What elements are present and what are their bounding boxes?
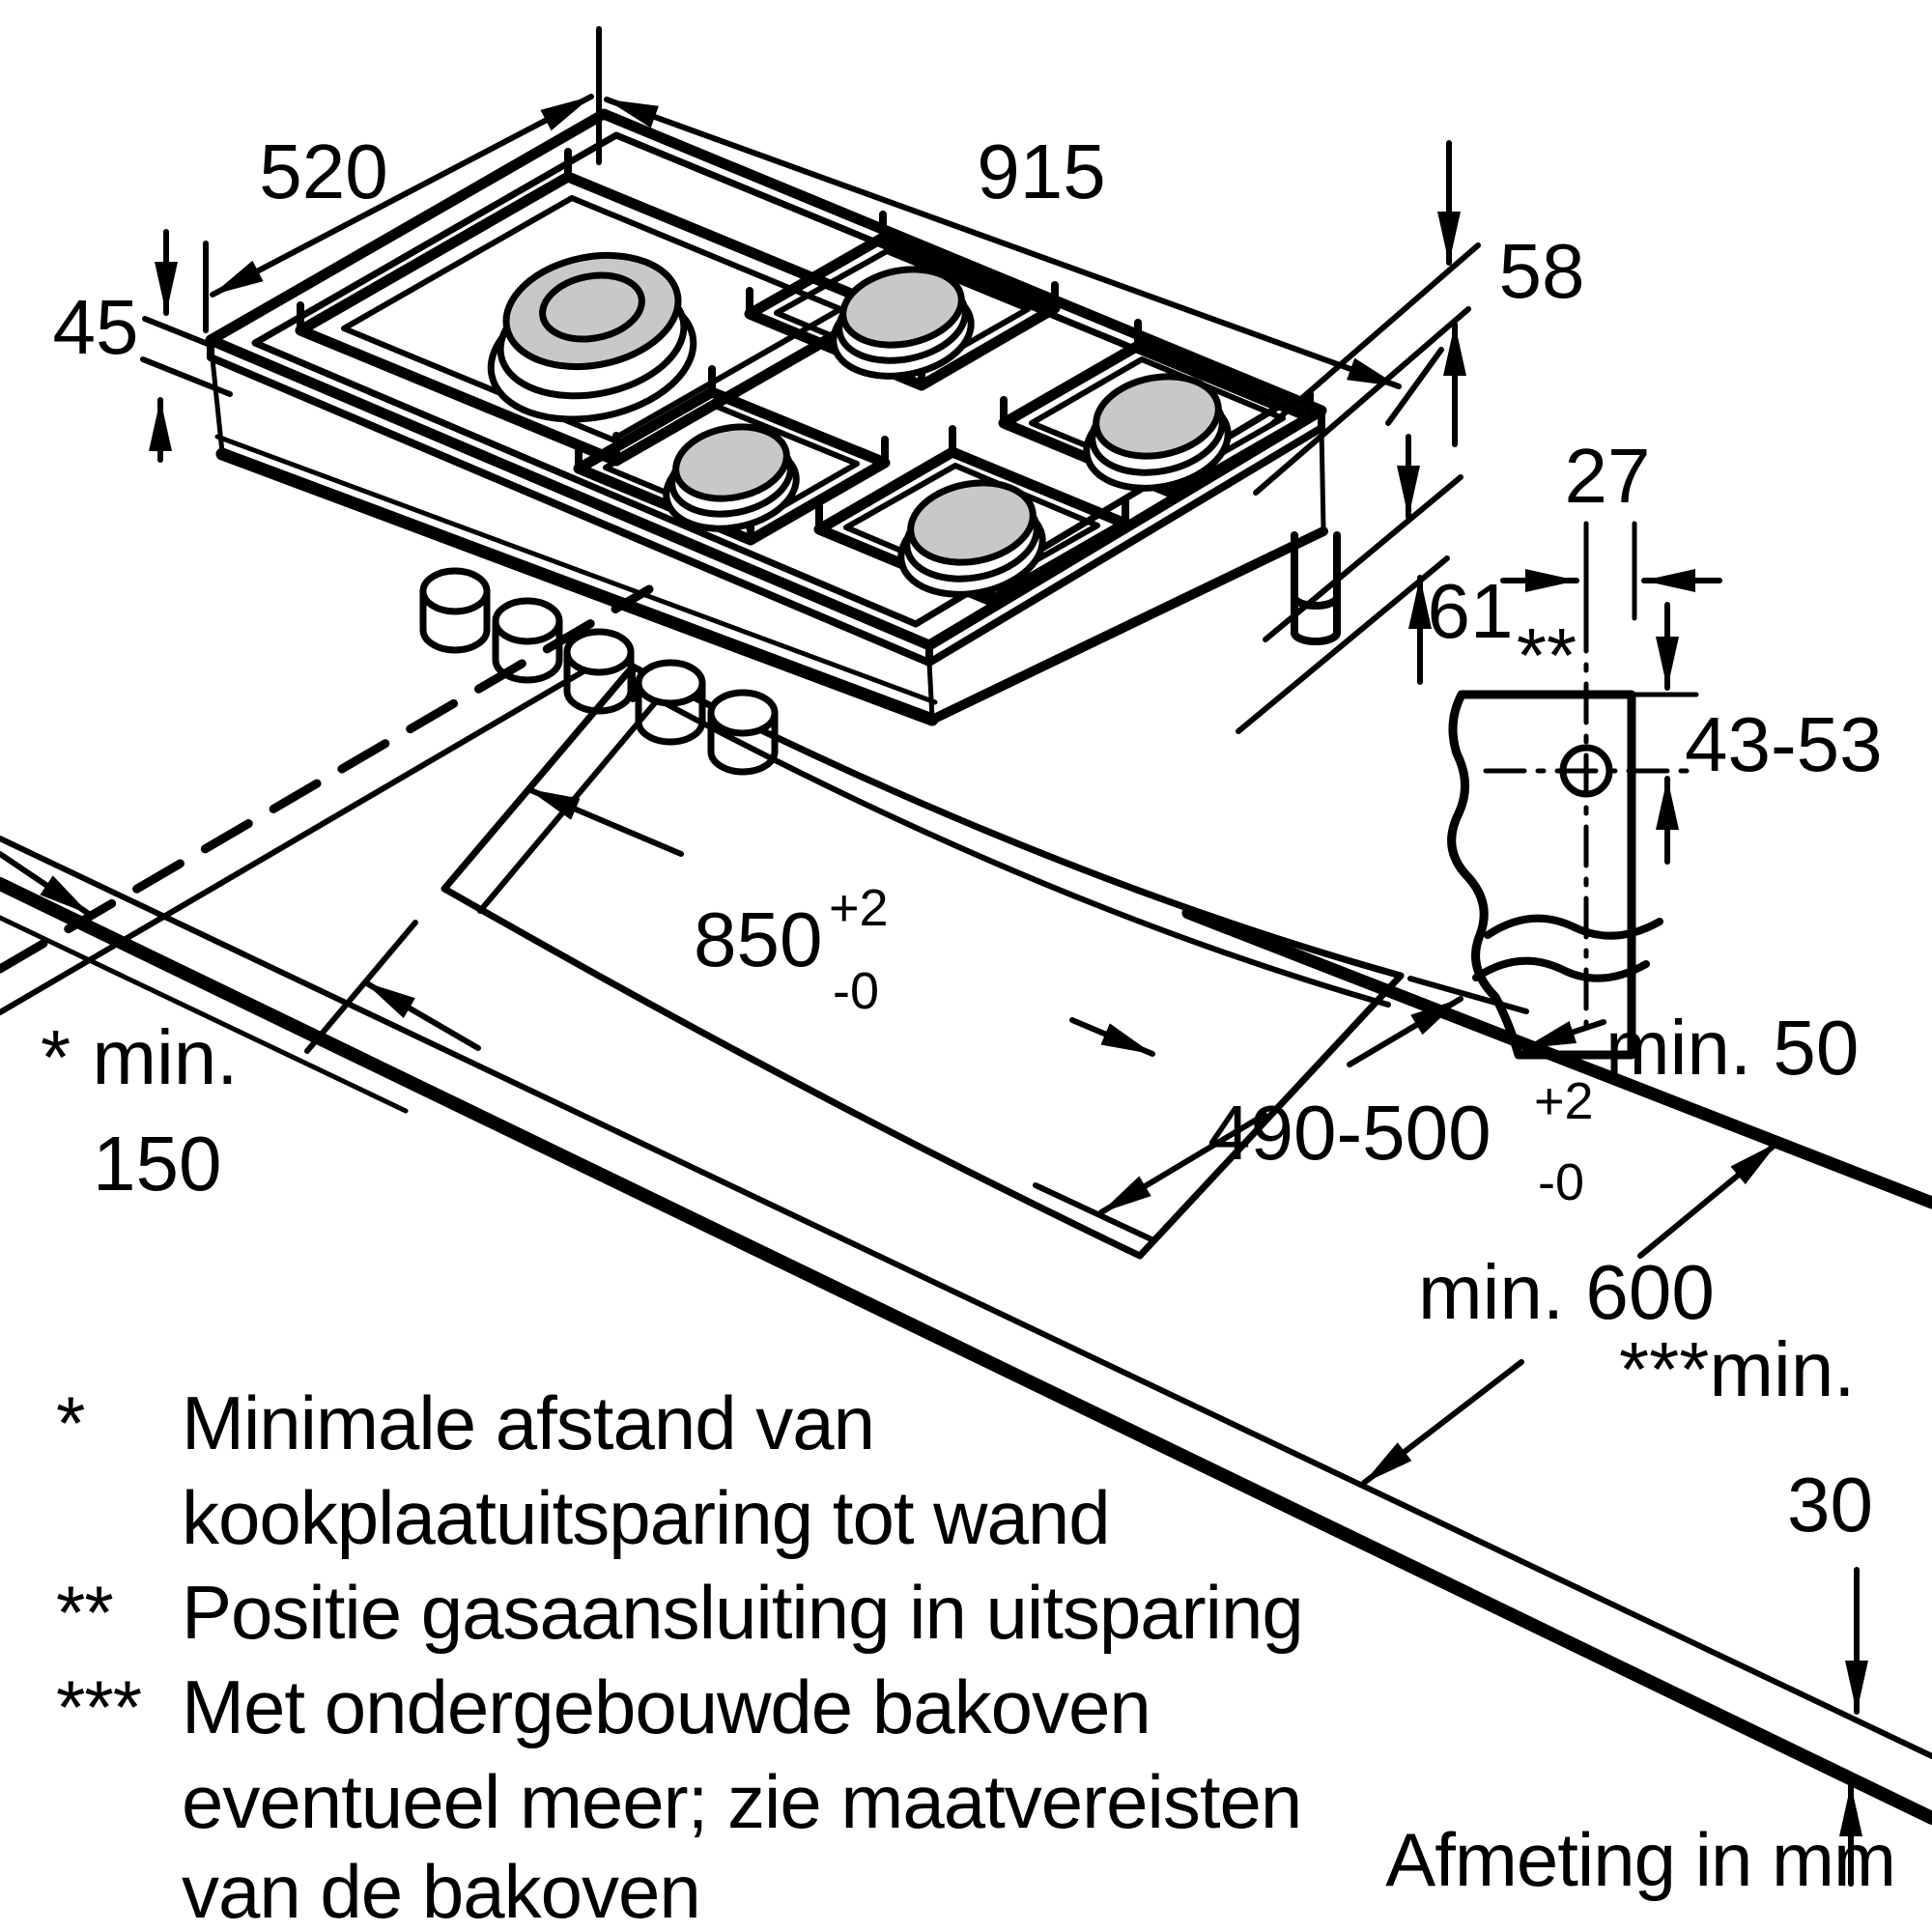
label-45: 45 <box>53 284 139 370</box>
dim-line-850-right <box>1069 1017 1155 1057</box>
extension-line-490-top <box>1407 976 1529 1014</box>
extension-tick-915 <box>1385 347 1444 426</box>
label-43-53: 43-53 <box>1685 701 1883 787</box>
dim-line-850-left <box>526 786 684 857</box>
label-min150-line1: * min. <box>41 1014 239 1100</box>
label-min30-line2: 30 <box>1787 1462 1873 1548</box>
burner-cap-front-right <box>907 479 1037 566</box>
control-knob-1 <box>419 567 491 654</box>
arrow-min600-upper <box>1637 1140 1780 1259</box>
label-915: 915 <box>977 128 1105 214</box>
extension-line-min150 <box>304 920 418 1054</box>
extension-line-58-top <box>1270 242 1481 426</box>
cutout-rear-inner-wall <box>655 696 1391 1008</box>
label-850-tol-plus: +2 <box>829 879 889 937</box>
cutout-right-edge <box>1136 972 1405 1260</box>
hob-plate-bottom-front-right <box>925 424 1325 667</box>
worktop-front-edge-bottom <box>0 877 1932 1825</box>
label-min30-line1: ***min. <box>1619 1326 1856 1412</box>
worktop-left-end-edge <box>0 648 621 1015</box>
label-min50: min. 50 <box>1605 1005 1859 1091</box>
control-knob-2 <box>492 597 563 684</box>
label-850-tol-minus: -0 <box>833 962 879 1020</box>
label-490-tol-plus: +2 <box>1534 1072 1594 1130</box>
hob-body-line <box>214 434 938 705</box>
footnote-1-line-2: kookplaatuitsparing tot wand <box>182 1475 1110 1560</box>
dimension-annotations <box>0 26 1868 1887</box>
dim-line-915 <box>604 97 1402 389</box>
footnote-3-line-1: Met ondergebouwde bakoven <box>182 1664 1151 1749</box>
burner-front-right <box>897 479 1046 598</box>
footnote-marker-2: ** <box>56 1570 113 1655</box>
label-61: 61 <box>1428 568 1514 654</box>
dimension-labels: 520 915 45 58 61 27 ** 43-53 min. 50 850… <box>41 128 1883 1548</box>
footnote-marker-1: * <box>56 1380 85 1465</box>
burner-front-middle <box>663 423 800 532</box>
cutout-front-edge <box>440 885 1144 1260</box>
hob-body-edge-right <box>1319 425 1326 532</box>
arrow-min600-lower <box>1361 1359 1524 1486</box>
label-27: 27 <box>1565 433 1651 519</box>
dim-line-490-lower <box>1098 1112 1267 1215</box>
worktop-front-underside-line <box>0 915 409 1114</box>
dim-line-490-upper <box>1347 996 1463 1067</box>
extension-line-61-bottom <box>1236 555 1450 734</box>
footnote-marker-3: *** <box>56 1664 142 1749</box>
control-knob-4 <box>635 659 706 746</box>
label-490-500: 490-500 <box>1208 1090 1492 1176</box>
control-knob-5 <box>707 689 779 776</box>
hob-body-bottom-front-left <box>215 447 939 726</box>
label-490-tol-minus: -0 <box>1538 1153 1584 1211</box>
extension-line-490-bottom <box>1033 1182 1154 1242</box>
extension-line-45-bottom <box>140 356 233 397</box>
hob-body-bottom-front-right <box>927 526 1328 724</box>
hob-plate-bottom-front-left <box>207 354 933 667</box>
footnote-3-line-3: van de bakoven <box>182 1849 700 1932</box>
burner-back-right <box>1083 373 1232 492</box>
label-850: 850 <box>694 896 822 982</box>
footnote-3-line-2: eventueel meer; zie maatvereisten <box>182 1759 1301 1844</box>
label-gas-marker: ** <box>1517 612 1577 698</box>
burner-cap-front-middle <box>672 423 790 502</box>
arrow-min150-right <box>362 980 481 1051</box>
label-min600: min. 600 <box>1418 1249 1715 1335</box>
section-break-wave-1 <box>1484 914 1663 940</box>
extension-line-45-top <box>142 316 211 347</box>
control-knobs <box>419 567 779 776</box>
extension-line-61-top <box>1263 474 1463 642</box>
footnotes: * Minimale afstand van kookplaatuitspari… <box>56 1380 1896 1932</box>
hob-body-edge-front <box>926 660 935 721</box>
wall-hidden-line <box>0 584 654 974</box>
worktop-front-edge-top <box>0 836 1932 1759</box>
hob-body-edge-left <box>210 356 225 455</box>
units-note: Afmeting in mm <box>1385 1817 1895 1902</box>
label-min150-line2: 150 <box>93 1121 221 1207</box>
footnote-2-line-1: Positie gasaansluiting in uitsparing <box>182 1570 1303 1655</box>
section-break-wave-2 <box>1472 956 1650 982</box>
arrow-min150-left <box>0 851 92 917</box>
arrow-min50 <box>1521 1019 1606 1051</box>
footnote-1-line-1: Minimale afstand van <box>182 1380 874 1465</box>
cutout-left-edge <box>440 663 637 893</box>
extension-line-58-bottom <box>1253 306 1471 496</box>
dim-line-520 <box>210 94 594 298</box>
control-knob-3 <box>563 628 635 715</box>
label-520: 520 <box>259 128 387 214</box>
label-58: 58 <box>1499 228 1585 314</box>
